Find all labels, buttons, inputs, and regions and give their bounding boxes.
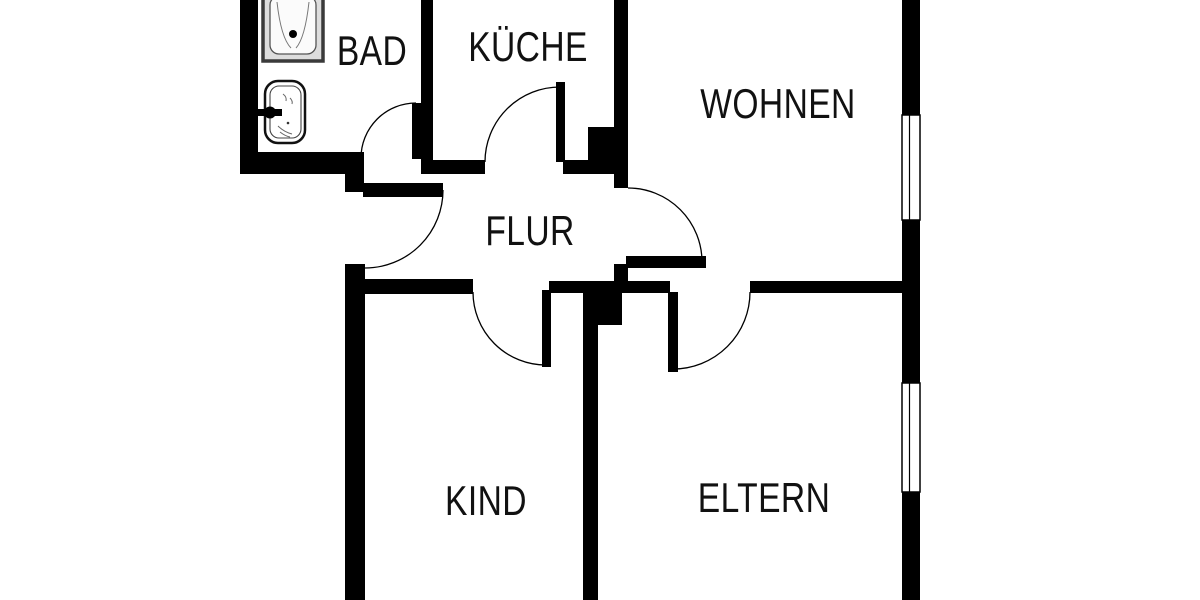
- room-label-flur: FLUR: [485, 207, 575, 254]
- wohnen-door-arc: [627, 187, 703, 263]
- eltern-door-arc: [672, 291, 751, 370]
- wall-right-mid: [902, 220, 920, 383]
- kueche-door-arc: [484, 86, 561, 163]
- room-label-kueche: KÜCHE: [468, 23, 588, 70]
- wall-chimney-block: [588, 127, 617, 174]
- eltern-door: [668, 292, 678, 372]
- entry-door: [363, 183, 443, 197]
- wohnen-door: [626, 256, 706, 268]
- wall-left-outer: [240, 0, 258, 174]
- entry-door-arc: [364, 189, 444, 269]
- wall-bad-bottom: [240, 152, 346, 174]
- kind-door: [542, 290, 551, 367]
- door-leaves: [363, 82, 706, 372]
- wall-wohnen-eltern: [750, 281, 903, 293]
- walls: [240, 0, 920, 600]
- kind-door-arc: [472, 291, 547, 366]
- wall-flur-left: [345, 264, 365, 600]
- wall-right-bottom: [902, 492, 920, 600]
- wohnen-window-icon: [901, 114, 921, 221]
- room-label-eltern: ELTERN: [697, 474, 831, 521]
- washbasin-icon: [258, 79, 307, 145]
- wall-bad-kueche: [421, 0, 433, 162]
- wall-flur-kind: [365, 279, 473, 294]
- kueche-door: [556, 82, 565, 162]
- room-label-kind: KIND: [445, 477, 527, 524]
- room-label-wohnen: WOHNEN: [700, 80, 856, 127]
- door-swing-arcs: [360, 86, 751, 370]
- wall-bad-kueche-bottom: [421, 160, 485, 174]
- wall-right-top: [902, 0, 920, 115]
- windows: [901, 114, 921, 493]
- wall-kueche-wohnen: [614, 0, 628, 188]
- bad-door: [412, 103, 421, 159]
- room-label-bad: BAD: [336, 27, 408, 74]
- wall-kind-eltern: [583, 285, 598, 600]
- bad-door-arc: [360, 102, 417, 159]
- wall-kueche-bottom: [563, 160, 588, 174]
- bathtub-icon: [261, 0, 325, 63]
- eltern-window-icon: [901, 382, 921, 493]
- wall-entry-step: [345, 152, 364, 192]
